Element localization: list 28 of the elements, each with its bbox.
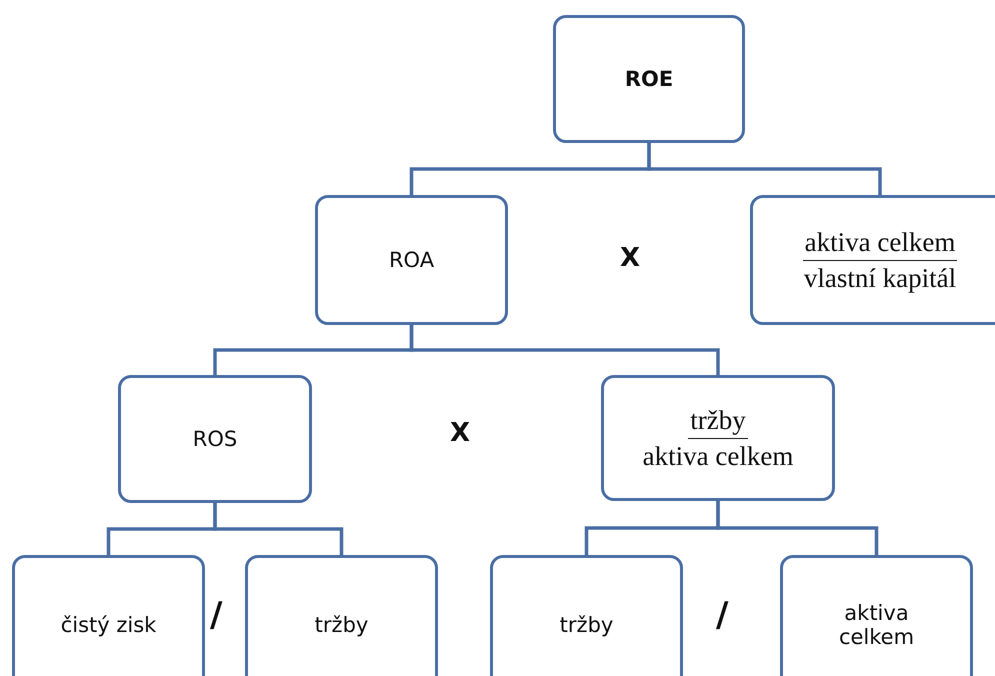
metric-box — [12, 555, 205, 676]
metric-label: ROS — [192, 427, 238, 451]
metric-label: aktiva celkem — [838, 601, 916, 649]
connector-line — [647, 143, 882, 195]
denominator: vlastní kapitál — [804, 262, 956, 294]
fraction-box — [750, 195, 995, 325]
fraction-box — [601, 375, 835, 501]
connector-line — [410, 325, 720, 375]
metric-label: tržby — [314, 613, 368, 637]
metric-box — [315, 195, 508, 325]
divide-sign: / — [210, 595, 222, 635]
connector-line — [716, 501, 878, 555]
metric-box — [490, 555, 683, 676]
metric-box — [780, 555, 973, 676]
connector-line — [213, 503, 344, 555]
metric-label: ROA — [388, 248, 434, 272]
divide-sign: / — [716, 595, 728, 635]
metric-label: tržby — [560, 613, 614, 637]
numerator: aktiva celkem — [802, 226, 958, 260]
metric-label: čistý zisk — [60, 613, 156, 637]
multiply-sign: X — [450, 418, 470, 448]
numerator: tržby — [688, 404, 748, 438]
metric-box — [245, 555, 438, 676]
multiply-sign: X — [620, 243, 640, 273]
metric-label: ROE — [624, 67, 674, 91]
denominator: aktiva celkem — [642, 440, 794, 472]
metric-box — [118, 375, 312, 503]
metric-box — [553, 15, 745, 143]
